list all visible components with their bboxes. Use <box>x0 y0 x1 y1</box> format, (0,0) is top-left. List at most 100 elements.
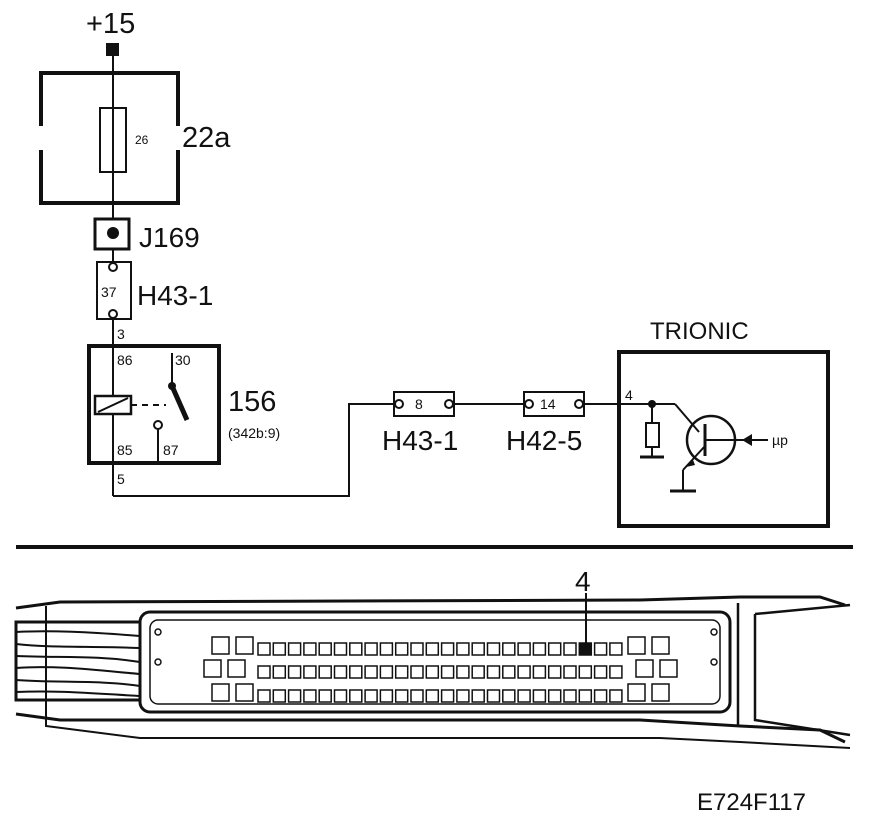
connector-pin-in <box>394 399 404 409</box>
connector-pin <box>471 689 485 703</box>
connector-h43-1-mid: 8 H43-1 <box>382 391 458 456</box>
connector-pin <box>287 689 302 703</box>
splice-id: J169 <box>139 222 200 253</box>
connector-pin <box>394 665 409 679</box>
connector-pin <box>440 665 455 679</box>
relay-156: 86 30 85 87 156 (342b:9) 5 <box>87 344 280 496</box>
connector-pin <box>456 642 470 656</box>
connector-pin <box>364 689 378 703</box>
ecu-signal-label: µp <box>772 432 788 448</box>
wire-relay-to-h43-1 <box>113 403 394 497</box>
connector-pin-top: 37 <box>101 284 117 300</box>
connector-pin <box>502 665 516 679</box>
connector-pin <box>318 689 332 703</box>
connector-pin-highlighted <box>578 642 593 656</box>
connector-pin <box>471 665 485 679</box>
fuse-block-id: 22a <box>182 122 231 154</box>
mount-hole <box>154 658 162 666</box>
connector-pin <box>593 665 608 679</box>
bundle-wire <box>15 630 141 637</box>
connector-pin-bottom: 3 <box>117 326 125 342</box>
connector-pin <box>563 665 577 679</box>
connector-pin <box>563 642 577 656</box>
connector-top-id: H43-1 <box>137 280 213 311</box>
connector-pin <box>471 642 485 656</box>
fuse-number: 26 <box>135 133 149 147</box>
resistor-symbol <box>645 422 660 448</box>
transistor-emitter-arrow <box>686 460 695 467</box>
relay-terminal-86: 86 <box>117 352 133 368</box>
supply-label: +15 <box>86 8 135 40</box>
connector-pin <box>456 689 470 703</box>
supply-terminal-square <box>106 43 119 56</box>
splice-j169: J169 <box>93 217 200 253</box>
connector-power-pin <box>227 659 246 678</box>
trionic-ecu: TRIONIC 4 µp <box>617 318 830 528</box>
ecu-pin: 4 <box>625 387 633 403</box>
connector-pin <box>532 642 547 656</box>
housing-rail <box>736 603 851 737</box>
connector-pin-in <box>108 262 118 272</box>
connector-pin <box>456 665 470 679</box>
connector-mid2-id: H42-5 <box>506 425 582 456</box>
connector-pin <box>609 689 623 703</box>
housing-top-edge <box>15 595 846 610</box>
connector-pin <box>563 689 577 703</box>
connector-pin <box>410 689 424 703</box>
connector-pin <box>257 642 271 656</box>
connector-mid1-id: H43-1 <box>382 425 458 456</box>
connector-pin-out <box>108 309 118 319</box>
mount-hole <box>710 628 718 636</box>
figure-code: E724F117 <box>697 789 806 816</box>
connector-pin <box>410 665 424 679</box>
mount-hole <box>154 628 162 636</box>
connector-h43-1-top: 37 H43-1 3 <box>96 261 213 342</box>
connector-power-pin <box>627 636 646 655</box>
connector-pin <box>257 665 271 679</box>
bundle-wire <box>15 643 141 649</box>
connector-power-pin <box>235 636 254 655</box>
connector-pin <box>486 642 501 656</box>
connector-pin <box>440 689 455 703</box>
connector-pin <box>379 642 394 656</box>
connector-pin <box>349 642 363 656</box>
connector-power-pin <box>203 659 222 678</box>
connector-pin <box>578 665 593 679</box>
relay-id: 156 <box>228 386 276 418</box>
connector-power-pin <box>627 683 646 702</box>
connector-pin <box>486 689 501 703</box>
connector-pin <box>333 642 348 656</box>
connector-pin <box>486 665 501 679</box>
connector-pin <box>532 665 547 679</box>
connector-pin <box>303 665 317 679</box>
relay-coil-diagonal <box>97 397 129 413</box>
relay-switch-arm <box>169 384 190 422</box>
connector-pin: 8 <box>415 396 423 412</box>
connector-pin <box>517 642 531 656</box>
connector-pin: 14 <box>540 396 556 412</box>
connector-power-pin <box>651 683 670 702</box>
connector-pin <box>425 665 440 679</box>
highlighted-pin-label: 4 <box>575 566 591 597</box>
connector-pin <box>333 665 348 679</box>
relay-wire-pin: 5 <box>117 471 125 487</box>
bundle-wire <box>15 655 141 663</box>
connector-pin <box>333 689 348 703</box>
base-input-arrow <box>742 434 752 446</box>
connector-pin <box>547 665 562 679</box>
connector-pin <box>379 665 394 679</box>
splice-dot <box>107 227 119 239</box>
fuse-block: 26 22a <box>39 71 231 205</box>
connector-pin <box>287 642 302 656</box>
connector-pin-in <box>524 399 534 409</box>
mount-hole <box>710 658 718 666</box>
connector-pin <box>517 665 531 679</box>
connector-pin <box>394 642 409 656</box>
connector-pin <box>394 689 409 703</box>
connector-pin <box>272 642 287 656</box>
connector-pin <box>318 642 332 656</box>
relay-terminal-85: 85 <box>117 442 133 458</box>
connector-pin <box>364 642 378 656</box>
connector-pin-out <box>444 399 454 409</box>
connector-pin <box>593 642 608 656</box>
